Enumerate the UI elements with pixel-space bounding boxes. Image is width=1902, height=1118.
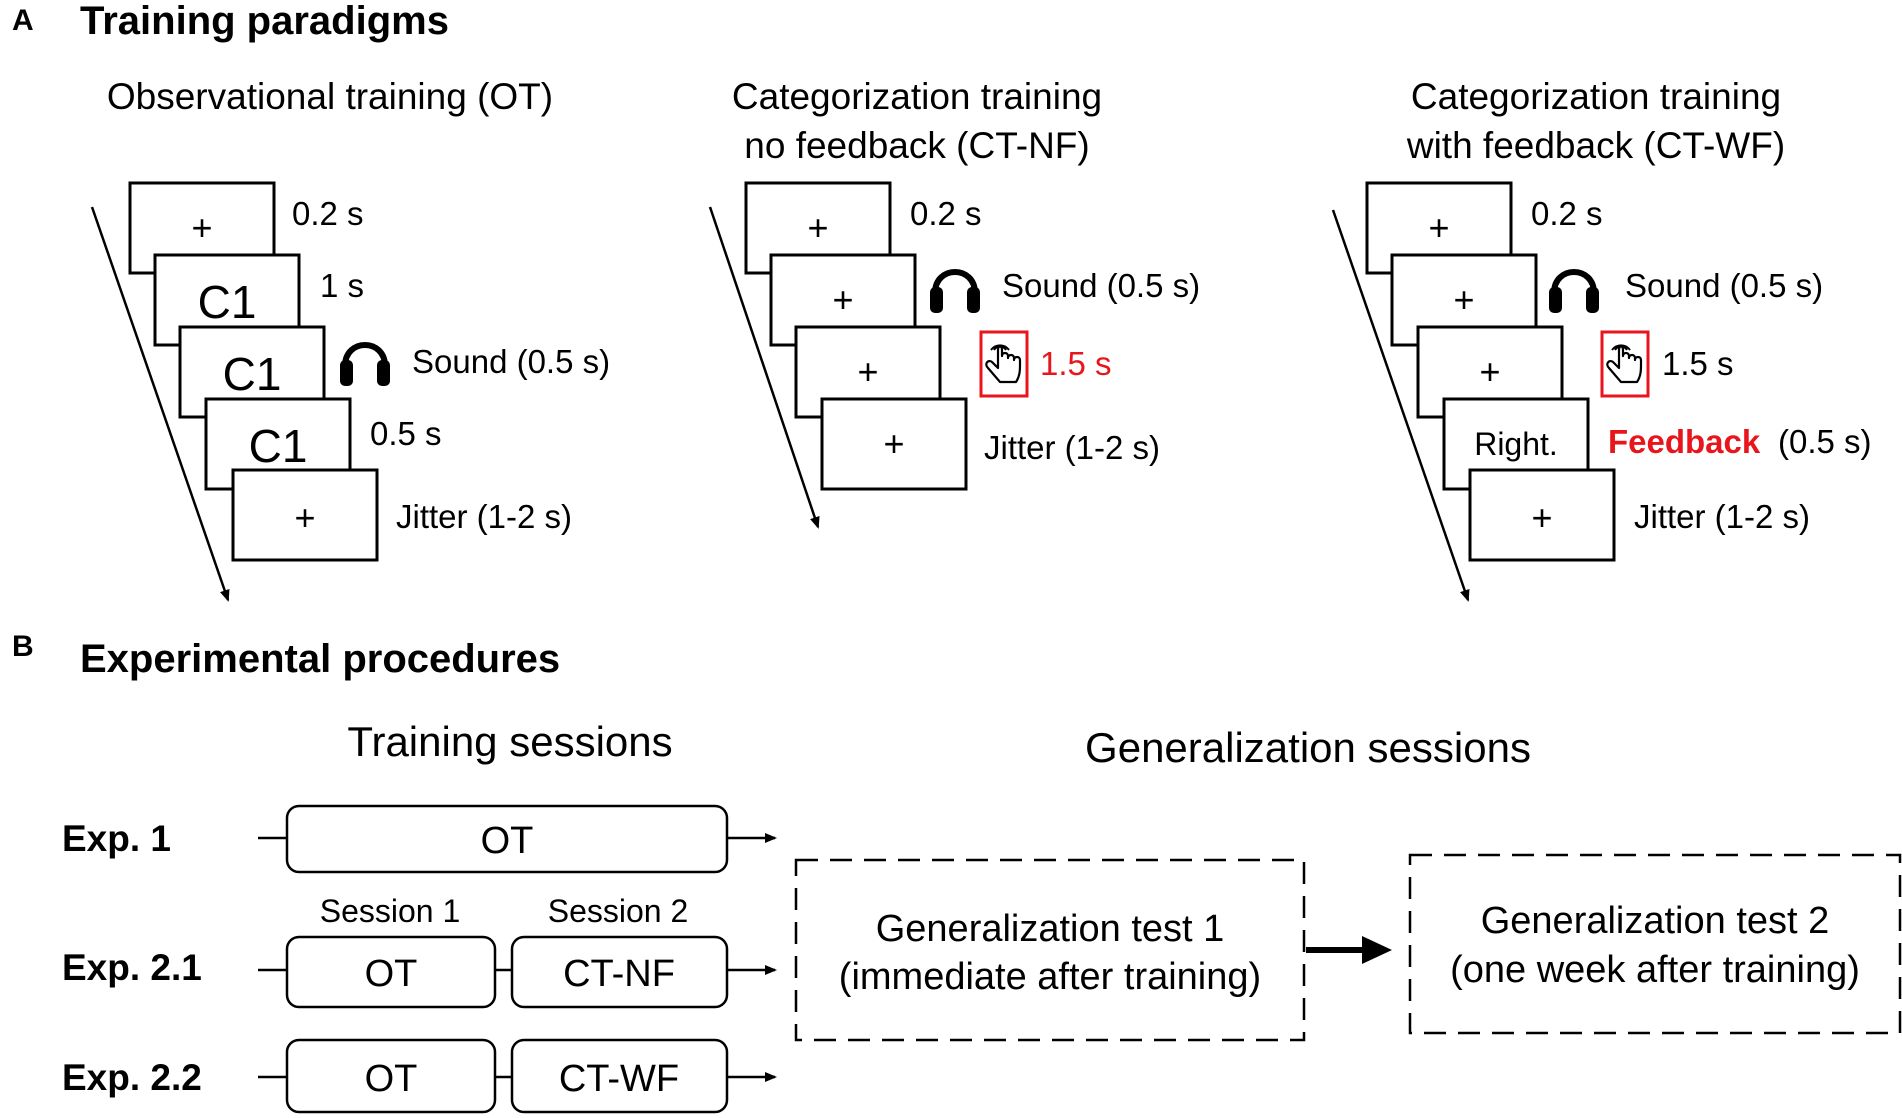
- exp-2-1-label: Exp. 2.1: [62, 947, 202, 988]
- ctwf-label-4: (0.5 s): [1778, 423, 1872, 460]
- ctwf-label-5: Jitter (1-2 s): [1634, 498, 1810, 535]
- ot-frame-3-text: C1: [223, 348, 282, 400]
- ot-frame-4-text: C1: [249, 420, 308, 472]
- gen-test-1-line1: Generalization test 1: [876, 908, 1225, 950]
- ot-label-3: Sound (0.5 s): [412, 343, 610, 380]
- ctnf-title-line2: no feedback (CT-NF): [744, 125, 1089, 166]
- gen-test-2-line2: (one week after training): [1450, 949, 1860, 991]
- ctnf-frame-4: +: [820, 397, 968, 491]
- gen-test-2-line1: Generalization test 2: [1481, 900, 1830, 942]
- ot-frame-2-text: C1: [198, 276, 257, 328]
- ctnf-frame-2-text: +: [832, 279, 853, 320]
- exp-2-1-ctnf-text: CT-NF: [563, 953, 675, 995]
- session-2-label: Session 2: [548, 893, 689, 929]
- hand-tap-icon: [1606, 344, 1643, 384]
- ctnf-frame-1-text: +: [807, 207, 828, 248]
- exp-2-2-ctwf-text: CT-WF: [559, 1058, 679, 1100]
- ctnf-label-4: Jitter (1-2 s): [984, 429, 1160, 466]
- headphones-icon: [930, 272, 980, 313]
- ctwf-label-3: 1.5 s: [1662, 345, 1734, 382]
- ctwf-frame-2-text: +: [1453, 279, 1474, 320]
- ctnf-frame-3-text: +: [857, 351, 878, 392]
- ot-frame-5-text: +: [294, 497, 315, 538]
- session-1-label: Session 1: [320, 893, 461, 929]
- panel-a-title: Training paradigms: [80, 0, 449, 43]
- ot-frame-5: +: [231, 468, 379, 562]
- ctwf-response-box: [1600, 330, 1650, 398]
- ctwf-frame-5: +: [1468, 468, 1616, 562]
- ctwf-frame-3-text: +: [1479, 351, 1500, 392]
- ctwf-title-line2: with feedback (CT-WF): [1406, 125, 1785, 166]
- ot-label-1: 0.2 s: [292, 195, 364, 232]
- exp-2-2-ot-text: OT: [365, 1058, 418, 1100]
- ot-frame-1-text: +: [191, 207, 212, 248]
- ctnf-time-arrow: [708, 206, 820, 529]
- exp-2-2-label: Exp. 2.2: [62, 1057, 202, 1098]
- hand-tap-icon: [985, 344, 1022, 384]
- ot-label-5: Jitter (1-2 s): [396, 498, 572, 535]
- ctwf-time-arrow: [1331, 209, 1470, 602]
- headphones-icon: [340, 345, 390, 386]
- ctnf-frame-4-text: +: [883, 423, 904, 464]
- ot-title: Observational training (OT): [107, 76, 553, 117]
- gen-test-1-line2: (immediate after training): [839, 956, 1261, 998]
- ot-label-2: 1 s: [320, 267, 364, 304]
- exp-2-1-ctnf-box: [510, 935, 729, 1009]
- ctwf-label-2: Sound (0.5 s): [1625, 267, 1823, 304]
- exp-2-1-ot-box: [285, 935, 497, 1009]
- arrow-head: [1362, 936, 1392, 964]
- panel-b-letter: B: [12, 630, 34, 663]
- ctwf-feedback-word: Feedback: [1608, 423, 1761, 460]
- ctnf-label-2: Sound (0.5 s): [1002, 267, 1200, 304]
- training-sessions-heading: Training sessions: [347, 718, 672, 765]
- ctnf-response-box: [979, 330, 1029, 398]
- ctnf-label-1: 0.2 s: [910, 195, 982, 232]
- exp-1-label: Exp. 1: [62, 818, 171, 859]
- ctnf-title-line1: Categorization training: [732, 76, 1102, 117]
- exp-2-1-ot-text: OT: [365, 953, 418, 995]
- exp-1-ot-text: OT: [481, 820, 534, 862]
- ot-time-arrow: [90, 206, 230, 602]
- ctwf-title-line1: Categorization training: [1411, 76, 1781, 117]
- gen-test-2-box: [1408, 853, 1902, 1035]
- headphones-icon: [1549, 272, 1599, 313]
- gen-test-1-box: [794, 858, 1306, 1042]
- ctwf-frame-1-text: +: [1428, 207, 1449, 248]
- panel-a-letter: A: [12, 4, 34, 37]
- ctwf-frame-4-text: Right.: [1474, 426, 1558, 462]
- generalization-sessions-heading: Generalization sessions: [1085, 724, 1531, 771]
- ot-label-4: 0.5 s: [370, 415, 442, 452]
- ctnf-label-3: 1.5 s: [1040, 345, 1112, 382]
- ctwf-label-1: 0.2 s: [1531, 195, 1603, 232]
- panel-b-title: Experimental procedures: [80, 637, 560, 681]
- ctwf-frame-5-text: +: [1531, 497, 1552, 538]
